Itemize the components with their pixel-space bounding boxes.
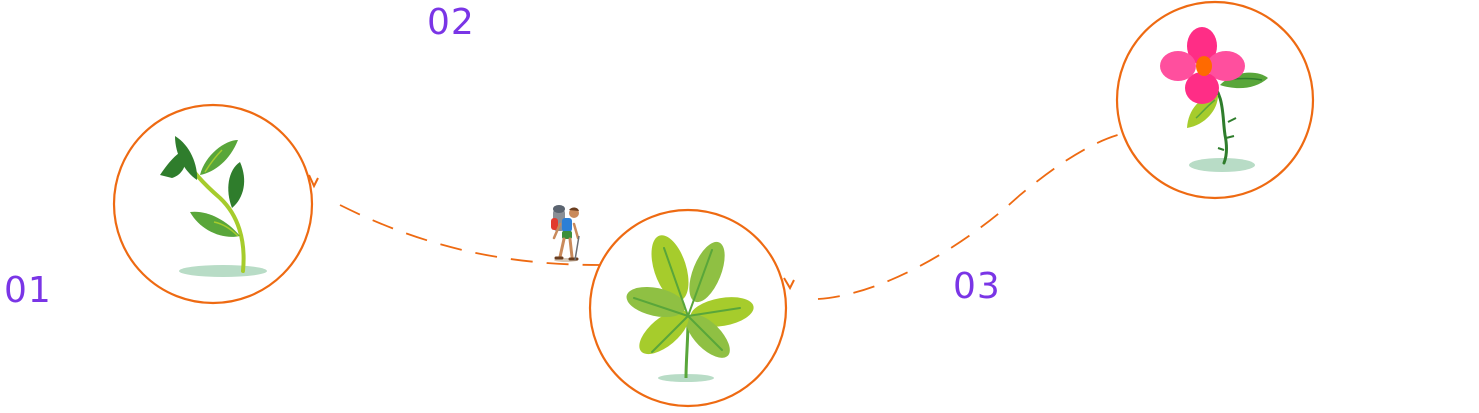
seedling-icon: [160, 136, 267, 277]
stage-plant: [588, 208, 795, 408]
stage-circle: [112, 103, 314, 305]
path-segment-2: [817, 132, 1126, 300]
step-number-02: 02: [427, 2, 475, 43]
step-number-03: 03: [953, 266, 1001, 307]
step-number-01: 01: [4, 270, 52, 311]
stage-circle: [588, 208, 788, 408]
path-segment-1: [339, 204, 601, 266]
circle-arrow-tip: [308, 174, 319, 189]
stage-seedling: [112, 103, 319, 305]
flower-icon: [1160, 27, 1268, 172]
circle-arrow-tip: [783, 277, 795, 291]
stage-flower: [1115, 0, 1315, 200]
clover-plant-icon: [626, 235, 754, 382]
hiker-icon: [551, 205, 580, 262]
